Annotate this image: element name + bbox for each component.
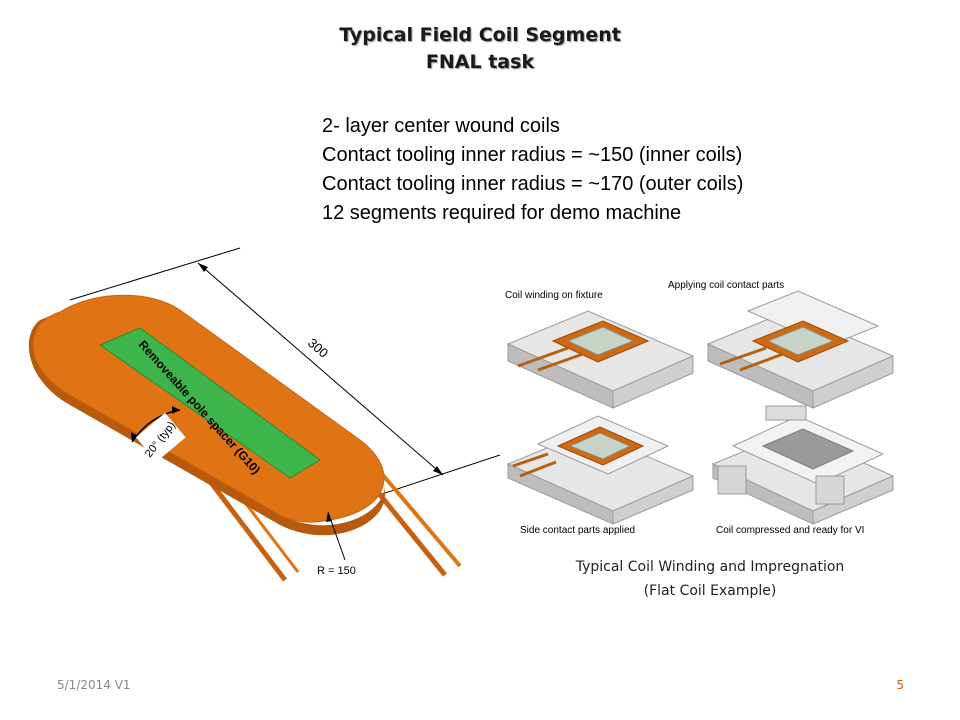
- fixture-panel-side-contact: [506, 415, 695, 525]
- dimension-arrow: [433, 466, 443, 475]
- panel-label-applying: Applying coil contact parts: [668, 280, 784, 291]
- fixture-panel-applying: [706, 290, 895, 409]
- pole-spacer: [98, 327, 321, 479]
- coil-lead: [380, 472, 462, 568]
- dimension-line: [197, 262, 444, 476]
- coil-segment-drawing: 300 Removeable pole spacer (G10) 20° (ty…: [28, 247, 500, 582]
- figure-caption: Typical Coil Winding and Impregnation: [575, 559, 845, 575]
- bullet-item: 12 segments required for demo machine: [322, 202, 682, 224]
- page-number: 5: [896, 678, 904, 692]
- radius-label: R = 150: [317, 565, 356, 577]
- panel-label-winding: Coil winding on fixture: [505, 290, 603, 301]
- angle-arrow: [131, 432, 138, 442]
- bullet-list: 2- layer center wound coils Contact tool…: [322, 112, 743, 228]
- angle-label-box: [135, 412, 186, 462]
- slide-title: Typical Field Coil Segment: [339, 24, 621, 46]
- fixture-panel-compressed: [711, 405, 895, 525]
- panel-label-compressed: Coil compressed and ready for VI: [716, 525, 864, 536]
- dimension-length-label: 300: [305, 335, 331, 361]
- bullet-item: Contact tooling inner radius = ~170 (out…: [322, 173, 744, 195]
- coil-lead: [366, 478, 447, 577]
- dimension-arrow: [198, 263, 208, 272]
- figure-caption-sub: (Flat Coil Example): [643, 583, 777, 599]
- radius-arrow: [326, 512, 332, 522]
- dimension-extension-line: [69, 247, 241, 301]
- panel-label-side: Side contact parts applied: [520, 525, 635, 536]
- fixture-panel-winding: [506, 310, 695, 409]
- footer-date: 5/1/2014 V1: [57, 678, 131, 692]
- bullet-item: 2- layer center wound coils: [322, 115, 560, 137]
- bullet-item: Contact tooling inner radius = ~150 (inn…: [322, 144, 743, 166]
- slide-subtitle: FNAL task: [425, 51, 535, 73]
- fixture-illustrations: Coil winding on fixture Applying coil co…: [505, 280, 895, 536]
- angle-arrow: [172, 406, 180, 414]
